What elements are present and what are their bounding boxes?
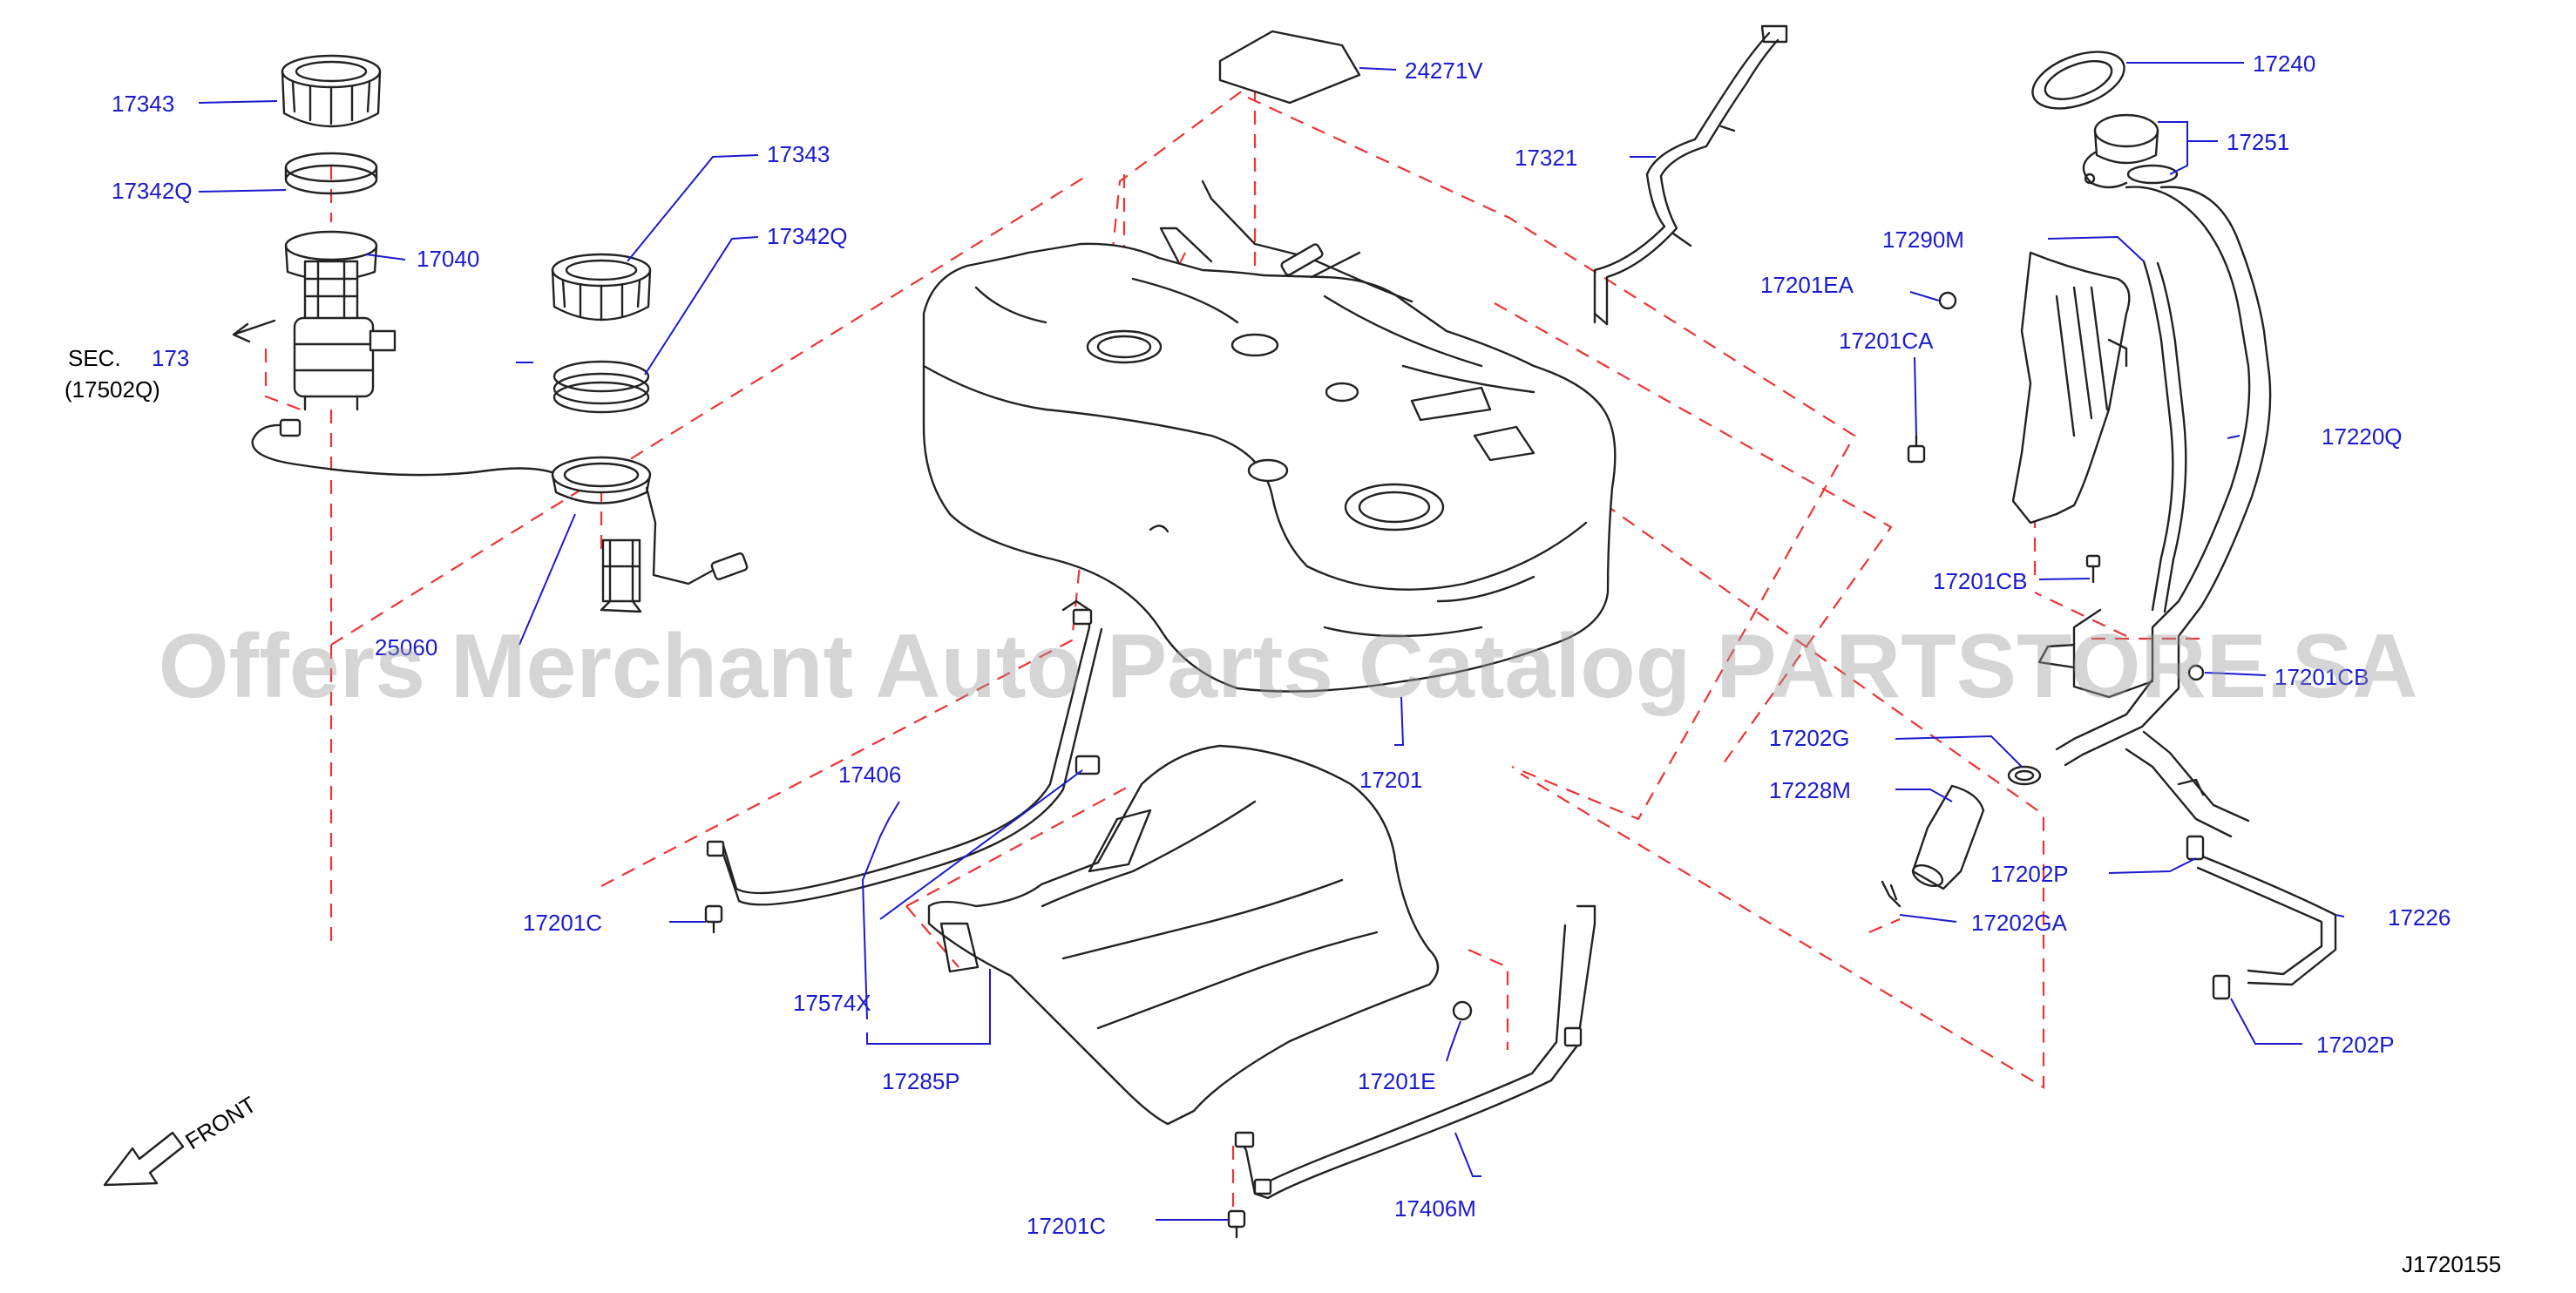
label-17201c-left: 17201C bbox=[523, 910, 602, 936]
label-17201: 17201 bbox=[1359, 767, 1422, 793]
bolt-17201ea bbox=[1938, 291, 1957, 310]
evap-vent-hose-17321 bbox=[1593, 24, 1788, 326]
diagram-id: J1720155 bbox=[2402, 1251, 2501, 1277]
filler-cap-17251 bbox=[2082, 113, 2179, 189]
filler-gasket-17240 bbox=[2031, 51, 2125, 110]
sec-sub: (17502Q) bbox=[64, 376, 160, 403]
label-17290m: 17290M bbox=[1882, 227, 1964, 253]
clip-17574x bbox=[1074, 755, 1101, 775]
lock-ring-upper-left bbox=[281, 54, 382, 128]
label-17202g: 17202G bbox=[1769, 725, 1850, 751]
bolt-17201cb-upper bbox=[2085, 554, 2101, 584]
filler-bracket-17290m bbox=[2011, 251, 2131, 525]
tank-strap-17406m bbox=[1234, 904, 1596, 1200]
label-17342q-b: 17342Q bbox=[767, 223, 848, 249]
label-17406: 17406 bbox=[838, 762, 901, 788]
label-17574x: 17574X bbox=[793, 990, 871, 1016]
seal-ring-upper-left bbox=[284, 152, 378, 195]
label-17251: 17251 bbox=[2227, 129, 2289, 155]
label-17201c-bottom: 17201C bbox=[1027, 1213, 1106, 1239]
skid-plate-17285p bbox=[927, 744, 1440, 1126]
clip-17202ga bbox=[1881, 880, 1901, 908]
filler-pipe-17220q bbox=[2037, 186, 2272, 838]
label-25060: 25060 bbox=[375, 634, 437, 660]
label-17201ca: 17201CA bbox=[1839, 328, 1934, 354]
fuel-pump-module bbox=[284, 230, 397, 411]
label-17201ea: 17201EA bbox=[1760, 272, 1854, 298]
bolt-17201ca bbox=[1907, 434, 1926, 464]
label-17321: 17321 bbox=[1515, 145, 1577, 171]
part-labels: 17343 17342Q 17040 SEC. 173 (17502Q) 173… bbox=[64, 51, 2501, 1277]
label-17226: 17226 bbox=[2388, 904, 2451, 931]
label-17343-a: 17343 bbox=[112, 91, 174, 117]
vent-tube-17226 bbox=[2186, 835, 2337, 1000]
hose-17228m bbox=[1911, 784, 1985, 890]
bolt-17201e bbox=[1452, 1000, 1473, 1021]
label-24271v: 24271V bbox=[1405, 58, 1483, 84]
leader-lines bbox=[198, 62, 2345, 1221]
front-direction-arrow bbox=[103, 1131, 185, 1187]
label-17202p-b: 17202P bbox=[2316, 1032, 2395, 1058]
sec-number: 173 bbox=[152, 345, 189, 371]
label-17201e: 17201E bbox=[1358, 1068, 1436, 1094]
label-17240: 17240 bbox=[2253, 51, 2315, 77]
clamp-17202g bbox=[2007, 765, 2042, 786]
bolt-17201c-bottom bbox=[1227, 1209, 1246, 1239]
label-17202p-a: 17202P bbox=[1990, 861, 2069, 887]
label-17343-b: 17343 bbox=[767, 141, 830, 167]
sec-arrow bbox=[232, 319, 276, 343]
label-17406m: 17406M bbox=[1394, 1195, 1476, 1222]
lock-ring-center bbox=[551, 253, 652, 322]
pump-wire-harness bbox=[251, 418, 577, 490]
heat-shield-plate-24271v bbox=[1218, 30, 1361, 105]
label-17342q-a: 17342Q bbox=[112, 178, 193, 204]
tank-strap-17406 bbox=[706, 599, 1103, 906]
bolt-17201cb-lower bbox=[2187, 664, 2205, 681]
fuel-level-sender bbox=[551, 456, 749, 613]
watermark-text: Offers Merchant Auto Parts Catalog PARTS… bbox=[159, 616, 2418, 717]
label-17202ga: 17202GA bbox=[1971, 910, 2068, 936]
label-17285p: 17285P bbox=[882, 1068, 960, 1094]
label-17040: 17040 bbox=[417, 246, 479, 272]
seal-ring-center bbox=[552, 360, 650, 414]
front-label: FRONT bbox=[180, 1091, 261, 1154]
fuel-tank-17201 bbox=[922, 179, 1617, 693]
label-17201cb-lower: 17201CB bbox=[2274, 664, 2369, 690]
bolt-17201c-left bbox=[704, 904, 723, 934]
label-17220q: 17220Q bbox=[2322, 423, 2403, 450]
label-17201cb-upper: 17201CB bbox=[1933, 568, 2027, 594]
label-17228m: 17228M bbox=[1769, 777, 1851, 803]
sec-prefix: SEC. bbox=[68, 345, 121, 371]
